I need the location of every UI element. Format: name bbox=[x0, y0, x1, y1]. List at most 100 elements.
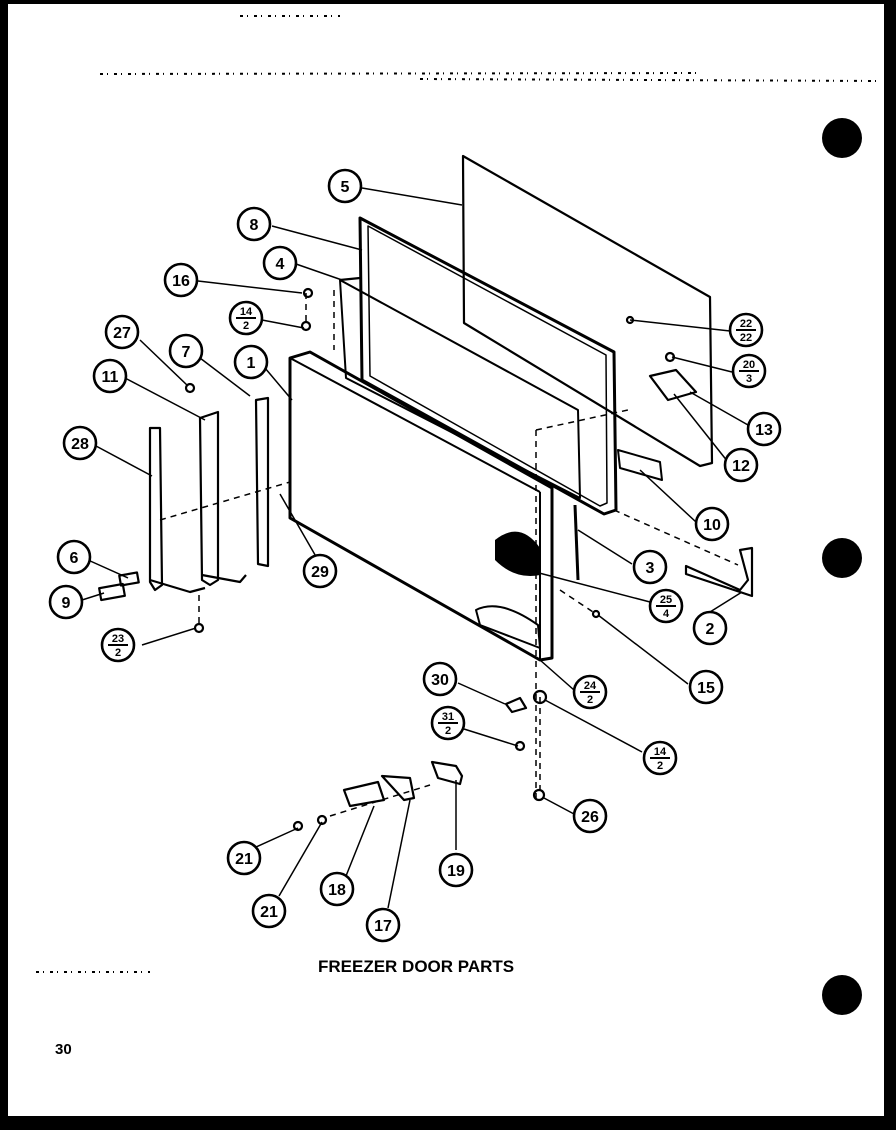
callout-circle bbox=[62, 425, 98, 461]
callout-label: 2 bbox=[706, 621, 715, 638]
callout-circle bbox=[48, 584, 84, 620]
handle-30 bbox=[504, 696, 528, 714]
callout-label: 29 bbox=[311, 564, 329, 581]
diagram-caption: FREEZER DOOR PARTS bbox=[318, 957, 515, 976]
callout-c24: 242 bbox=[572, 674, 608, 710]
callout-c31: 312 bbox=[430, 705, 466, 741]
callout-c2: 2 bbox=[692, 610, 728, 646]
part-drawings bbox=[98, 154, 754, 832]
callout-c20: 203 bbox=[731, 353, 767, 389]
lower-bracket-2 bbox=[684, 546, 754, 598]
callout-c9: 9 bbox=[48, 584, 84, 620]
callout-circle bbox=[163, 262, 199, 298]
callout-c27: 27 bbox=[104, 314, 140, 350]
front-door-panel bbox=[288, 350, 554, 662]
callout-label-top: 20 bbox=[743, 359, 755, 371]
callout-circle bbox=[319, 871, 355, 907]
bracket-10 bbox=[617, 449, 663, 481]
callout-circle bbox=[104, 314, 140, 350]
hinge-bracket-11 bbox=[198, 410, 220, 587]
outer-door-panel bbox=[461, 154, 714, 468]
callout-c28: 28 bbox=[62, 425, 98, 461]
callout-label: 28 bbox=[71, 436, 89, 453]
callout-label-top: 24 bbox=[584, 680, 597, 692]
parts-sheet bbox=[8, 4, 884, 1116]
callout-c14a: 142 bbox=[228, 300, 264, 336]
hinge-plate-13 bbox=[648, 368, 698, 402]
screw bbox=[591, 609, 601, 619]
callout-label: 26 bbox=[581, 809, 599, 826]
screw bbox=[193, 622, 205, 634]
callout-c17: 17 bbox=[365, 907, 401, 943]
callout-circle bbox=[692, 610, 728, 646]
hinge-part-18 bbox=[342, 780, 386, 808]
callout-label-top: 14 bbox=[240, 306, 253, 318]
callout-c12: 12 bbox=[723, 447, 759, 483]
callout-circle bbox=[688, 669, 724, 705]
callout-c19: 19 bbox=[438, 852, 474, 888]
callout-label-top: 23 bbox=[112, 633, 124, 645]
callout-label: 16 bbox=[172, 273, 190, 290]
binder-hole bbox=[822, 538, 862, 578]
callout-label-bottom: 2 bbox=[657, 760, 663, 772]
callout-c6: 6 bbox=[56, 539, 92, 575]
screw bbox=[300, 320, 312, 332]
callout-c10: 10 bbox=[694, 506, 730, 542]
hinge-part-17 bbox=[380, 774, 416, 802]
callout-label: 3 bbox=[646, 560, 655, 577]
callout-label: 27 bbox=[113, 325, 131, 342]
callout-circle bbox=[56, 539, 92, 575]
callout-label: 21 bbox=[235, 851, 253, 868]
callout-label-bottom: 2 bbox=[243, 320, 249, 332]
screw bbox=[316, 814, 328, 826]
binder-holes bbox=[822, 118, 862, 1015]
callout-label-bottom: 4 bbox=[663, 608, 670, 620]
callout-label-top: 14 bbox=[654, 746, 667, 758]
callout-label: 6 bbox=[70, 550, 79, 567]
callout-label: 15 bbox=[697, 680, 715, 697]
callout-c7: 7 bbox=[168, 333, 204, 369]
callout-label: 17 bbox=[374, 918, 392, 935]
callout-c1: 1 bbox=[233, 344, 269, 380]
leader-lines bbox=[81, 187, 749, 909]
cover-6 bbox=[118, 571, 140, 587]
callout-circle bbox=[365, 907, 401, 943]
callout-c16: 16 bbox=[163, 262, 199, 298]
callout-circle bbox=[327, 168, 363, 204]
handle-pocket bbox=[495, 531, 540, 576]
handle-pocket-lower bbox=[475, 605, 541, 649]
callout-c21b: 21 bbox=[251, 893, 287, 929]
callout-label: 19 bbox=[447, 863, 465, 880]
callout-c18: 18 bbox=[319, 871, 355, 907]
screw bbox=[302, 287, 314, 299]
callout-c29: 29 bbox=[302, 553, 338, 589]
callout-label: 12 bbox=[732, 458, 750, 475]
callout-circle bbox=[746, 411, 782, 447]
callout-label: 11 bbox=[102, 369, 119, 386]
callout-circle bbox=[168, 333, 204, 369]
left-strip-28 bbox=[148, 426, 164, 592]
callout-circle bbox=[422, 661, 458, 697]
callout-c25: 254 bbox=[648, 588, 684, 624]
callout-c23: 232 bbox=[100, 627, 136, 663]
door-gasket bbox=[358, 216, 618, 516]
door-liner bbox=[339, 279, 581, 499]
page-number: 30 bbox=[55, 1041, 72, 1058]
callout-label-bottom: 2 bbox=[587, 694, 593, 706]
lower-hinge-19 bbox=[430, 760, 464, 786]
callout-c26: 26 bbox=[572, 798, 608, 834]
callout-circle bbox=[723, 447, 759, 483]
callout-label: 18 bbox=[328, 882, 346, 899]
callout-label: 8 bbox=[250, 217, 259, 234]
callout-circle bbox=[226, 840, 262, 876]
callout-c11: 11 bbox=[92, 358, 128, 394]
callout-c21a: 21 bbox=[226, 840, 262, 876]
thin-strip-7 bbox=[254, 396, 270, 568]
callout-circle bbox=[632, 549, 668, 585]
screw bbox=[292, 820, 304, 832]
callout-circle bbox=[251, 893, 287, 929]
